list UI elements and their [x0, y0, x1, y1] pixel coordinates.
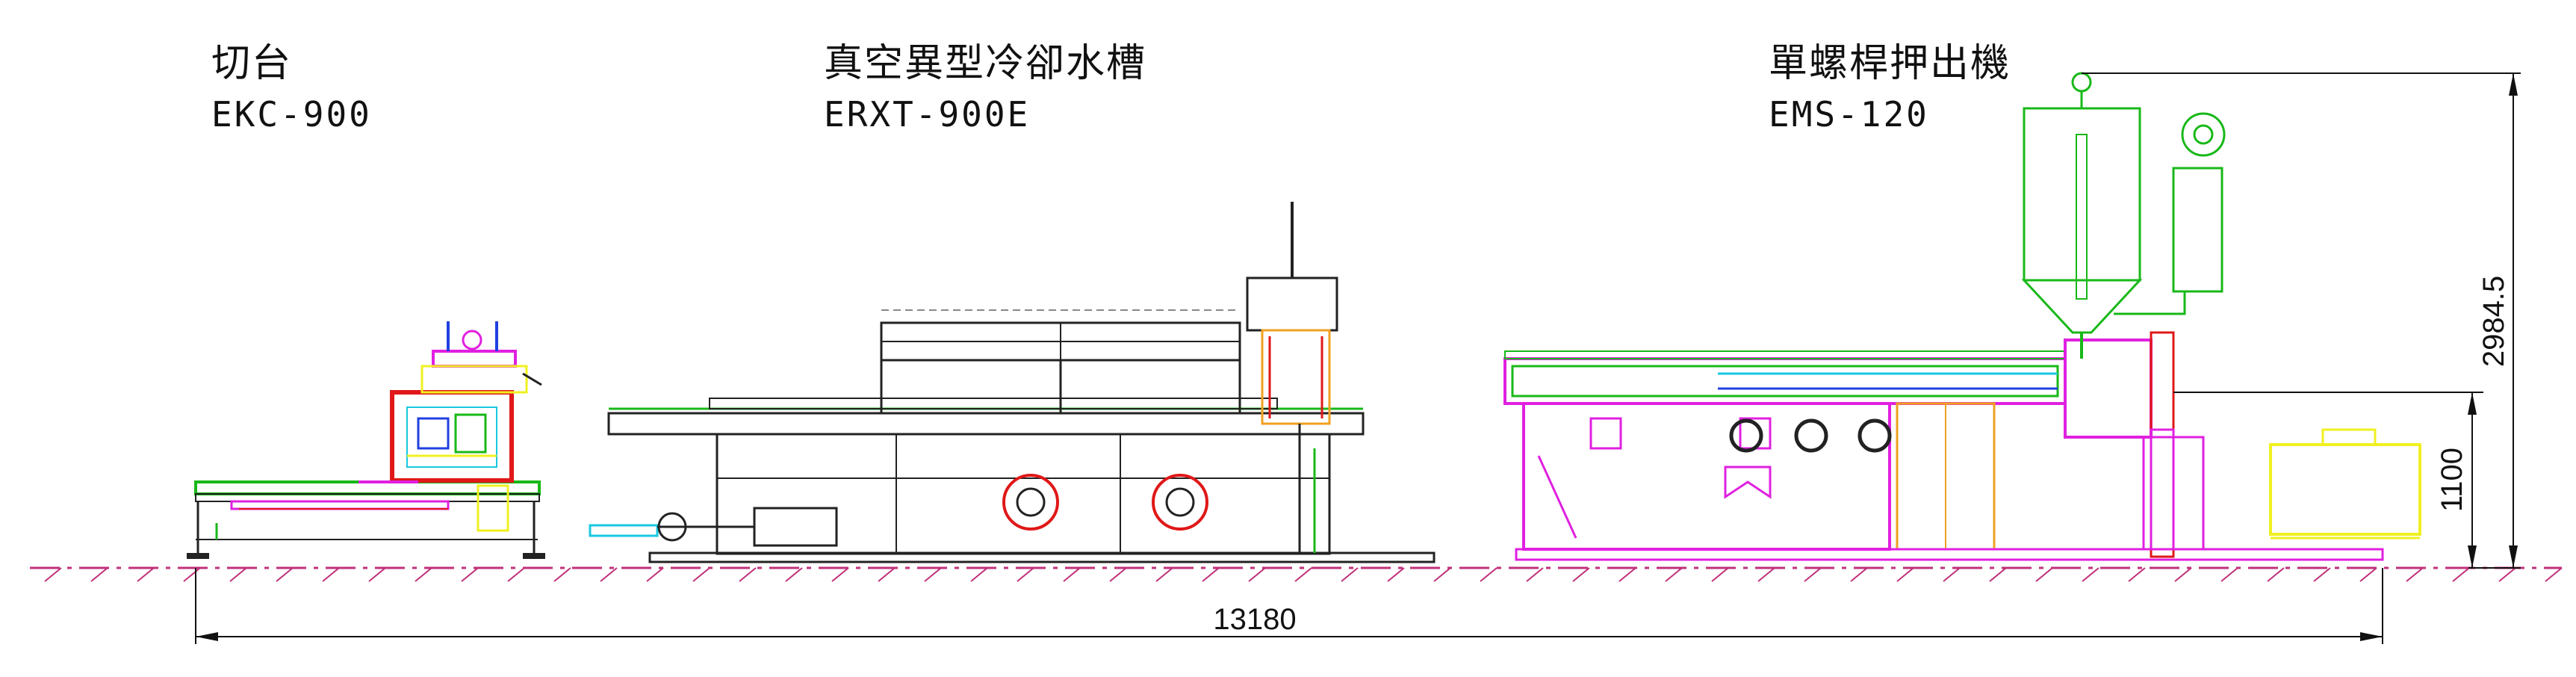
ground-hatch-mark	[1063, 567, 1081, 582]
cooling-tank-model-label: ERXT-900E	[824, 94, 1031, 135]
ground-hatch-mark	[90, 567, 108, 582]
ground-hatch-mark	[1155, 567, 1173, 582]
ground-hatch-mark	[1341, 567, 1359, 582]
ground-hatch-mark	[1943, 567, 1961, 582]
ground-hatch-mark	[1618, 567, 1636, 582]
ground-hatch-mark	[2128, 567, 2146, 582]
ground-hatch-mark	[507, 567, 525, 582]
ground-hatch-mark	[970, 567, 988, 582]
ground-hatch-mark	[322, 567, 340, 582]
cooling-tank-name-label: 真空異型冷卻水槽	[824, 41, 1147, 86]
ground-hatch-mark	[1294, 567, 1312, 582]
extruder-name-label: 單螺桿押出機	[1769, 41, 2011, 86]
ground-hatch-mark	[1109, 567, 1127, 582]
ground-hatch-mark	[2498, 567, 2516, 582]
ground-hatch-mark	[2359, 567, 2377, 582]
ground-hatch-mark	[1850, 567, 1868, 582]
ground-hatch-mark	[1433, 567, 1451, 582]
ground-hatch-mark	[2174, 567, 2192, 582]
cutter-model-label: EKC-900	[211, 94, 372, 135]
ground-hatch-mark	[2082, 567, 2099, 582]
ground-hatch-mark	[2035, 567, 2053, 582]
ground-hatch-mark	[1989, 567, 2007, 582]
ground-hatch-mark	[692, 567, 710, 582]
center-height-dimension: 1100	[2436, 448, 2468, 512]
ground-hatch-mark	[1202, 567, 1220, 582]
ground-hatch-mark	[1711, 567, 1729, 582]
ground-hatch-mark	[368, 567, 386, 582]
ground-hatch-mark	[924, 567, 942, 582]
ground-hatch-mark	[461, 567, 479, 582]
extruder-machine	[1503, 72, 2421, 561]
ground-hatch-mark	[739, 567, 757, 582]
ground-hatch-mark	[831, 567, 849, 582]
ground-hatch-mark	[600, 567, 618, 582]
ground-hatch-mark	[229, 567, 247, 582]
ground-hatch-mark	[2545, 567, 2563, 582]
ground-hatch-mark	[1480, 567, 1498, 582]
ground-hatch-mark	[1572, 567, 1590, 582]
ground-hatch-mark	[878, 567, 896, 582]
ground-hatch-mark	[553, 567, 571, 582]
ground-hatch-mark	[2313, 567, 2331, 582]
ground-hatch-mark	[2267, 567, 2285, 582]
ground-hatch-mark	[1248, 567, 1266, 582]
ground-line	[30, 566, 2563, 582]
ground-hatch-mark	[1757, 567, 1775, 582]
extruder-model-label: EMS-120	[1769, 94, 1929, 135]
cooling-tank-machine	[589, 202, 1436, 563]
ground-hatch-mark	[2452, 567, 2470, 582]
ground-hatch-mark	[1896, 567, 1914, 582]
ground-hatch-mark	[44, 567, 62, 582]
dimension-lines	[195, 72, 2521, 644]
ground-hatch-mark	[276, 567, 294, 582]
ground-hatch-mark	[137, 567, 155, 582]
ground-hatch-mark	[2406, 567, 2424, 582]
ground-hatch-mark	[415, 567, 432, 582]
total-length-dimension: 13180	[1213, 603, 1296, 636]
ground-hatch-mark	[183, 567, 201, 582]
cutter-name-label: 切台	[211, 41, 293, 86]
ground-hatch-mark	[1665, 567, 1683, 582]
ground-hatch-mark	[1387, 567, 1405, 582]
ground-hatch-mark	[1804, 567, 1822, 582]
ground-hatch-mark	[785, 567, 803, 582]
ground-hatch-mark	[646, 567, 664, 582]
ground-hatch-mark	[2220, 567, 2238, 582]
cutter-machine	[187, 321, 545, 559]
ground-hatch-mark	[1017, 567, 1034, 582]
total-height-dimension: 2984.5	[2477, 276, 2510, 367]
ground-hatch-mark	[1526, 567, 1544, 582]
